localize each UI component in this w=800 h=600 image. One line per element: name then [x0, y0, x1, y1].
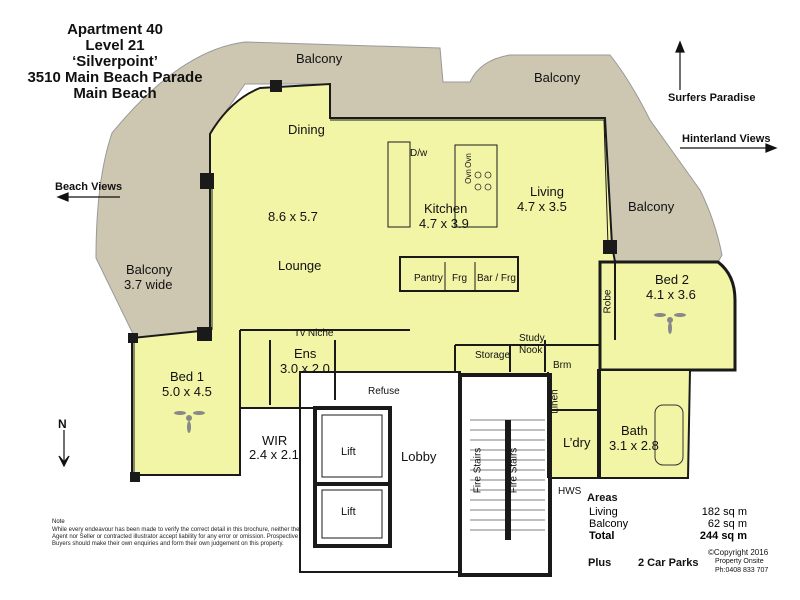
- ceiling-fan-icon: [174, 313, 686, 433]
- fire-stairs-label-1: Fire Stairs: [472, 447, 484, 494]
- lift-car-2: [321, 489, 383, 539]
- dining-dimension: 8.6 x 5.7: [268, 209, 318, 224]
- study-label: Study: [519, 333, 545, 344]
- kitchen-dimension: 4.7 x 3.9: [419, 216, 469, 231]
- lift-car-1: [321, 414, 383, 478]
- areas-row-balcony: Balcony 62 sq m: [585, 518, 751, 530]
- bathtub: [654, 404, 684, 466]
- areas-title: Areas: [587, 492, 618, 504]
- bar-fridge-label: Bar / Frg: [477, 273, 516, 284]
- ensuite-label: Ens: [294, 346, 317, 361]
- tv-niche-label: Tv Niche: [294, 328, 334, 339]
- oven-label-1: Ovn: [463, 169, 473, 184]
- internal-walls: [239, 260, 616, 478]
- direction-arrows: [56, 40, 778, 468]
- lift-shaft-2: [313, 482, 392, 548]
- areas-row-label: Living: [589, 506, 618, 518]
- window-glazing: [133, 119, 609, 475]
- laundry-label: L’dry: [563, 435, 591, 450]
- areas-row-label: Balcony: [589, 518, 629, 530]
- bed2-area: [598, 260, 737, 372]
- lift-label-2: Lift: [341, 506, 356, 518]
- kitchen-bench-back: [387, 141, 411, 228]
- company-phone: Ph:0408 833 707: [715, 567, 769, 574]
- balcony-label-right: Balcony: [628, 199, 675, 214]
- wir-label: WIR: [262, 433, 288, 448]
- bath-dimension: 3.1 x 2.8: [609, 438, 659, 453]
- car-parks-label: 2 Car Parks: [638, 557, 699, 569]
- lift-shaft-1: [313, 406, 392, 486]
- areas-row-total: Total 244 sq m: [585, 530, 751, 542]
- balcony-label-top-left: Balcony: [296, 51, 343, 66]
- north-indicator: N: [58, 417, 67, 431]
- nook-label: Nook: [519, 345, 543, 356]
- cooktop-icon: [474, 171, 492, 191]
- header-suburb: Main Beach: [73, 85, 157, 102]
- columns: [128, 80, 617, 482]
- balcony-label-left: Balcony: [126, 262, 173, 277]
- bed2-dimension: 4.1 x 3.6: [646, 287, 696, 302]
- dishwasher-label: D/w: [410, 148, 428, 159]
- wir-dimension: 2.4 x 2.1: [249, 447, 299, 462]
- hinterland-views-label: Hinterland Views: [682, 133, 771, 145]
- areas-table: Living 182 sq m Balcony 62 sq m Total 24…: [585, 506, 751, 542]
- areas-row-value: 62 sq m: [707, 518, 747, 530]
- areas-row-living: Living 182 sq m: [585, 506, 751, 518]
- plus-label: Plus: [588, 557, 612, 569]
- lift-label-1: Lift: [341, 446, 356, 458]
- header-apartment: Apartment 40: [67, 21, 163, 38]
- kitchen-island: [454, 144, 498, 228]
- note-title: Note: [52, 519, 65, 525]
- bed1-dimension: 5.0 x 4.5: [162, 384, 212, 399]
- areas-row-label: Total: [589, 530, 615, 542]
- surfers-paradise-label: Surfers Paradise: [668, 92, 756, 104]
- refuse-label: Refuse: [368, 386, 400, 397]
- stair-divider: [505, 420, 511, 540]
- pantry-label: Pantry: [414, 273, 443, 284]
- company-name: Property Onsite: [715, 558, 764, 565]
- bed1-label: Bed 1: [170, 369, 204, 384]
- bath-label: Bath: [621, 423, 648, 438]
- bath-area: [597, 369, 692, 479]
- lounge-label: Lounge: [278, 258, 322, 273]
- fridge-label: Frg: [452, 273, 467, 284]
- fire-stairs-label-2: Fire Stairs: [508, 447, 520, 494]
- dining-label: Dining: [288, 122, 325, 137]
- balcony-area: [95, 41, 723, 339]
- kitchen-label: Kitchen: [424, 201, 468, 216]
- broom-label: Brm: [553, 360, 572, 371]
- balcony-label-top-right: Balcony: [534, 70, 581, 85]
- balcony-width: 3.7 wide: [124, 277, 173, 292]
- areas-row-value: 182 sq m: [701, 506, 747, 518]
- disclaimer-note: While every endeavour has been made to v…: [52, 527, 300, 547]
- lobby-label: Lobby: [401, 449, 437, 464]
- copyright-line: ©Copyright 2016: [708, 548, 769, 557]
- areas-row-value: 244 sq m: [699, 530, 747, 542]
- bed2-label: Bed 2: [655, 272, 689, 287]
- pantry-bench: [399, 256, 519, 292]
- header-level: Level 21: [85, 37, 145, 54]
- header-street: 3510 Main Beach Parade: [27, 69, 203, 86]
- beach-views-label: Beach Views: [55, 181, 123, 193]
- robe-label: Robe: [602, 289, 614, 314]
- storage-label: Storage: [475, 350, 511, 361]
- linen-label: Linen: [549, 389, 561, 414]
- ensuite-dimension: 3.0 x 2.0: [280, 361, 330, 376]
- header-building: ‘Silverpoint’: [72, 53, 158, 70]
- living-dimension: 4.7 x 3.5: [517, 199, 567, 214]
- hws-label: HWS: [558, 486, 582, 497]
- oven-label-2: Ovn: [463, 153, 473, 168]
- living-label: Living: [530, 184, 564, 199]
